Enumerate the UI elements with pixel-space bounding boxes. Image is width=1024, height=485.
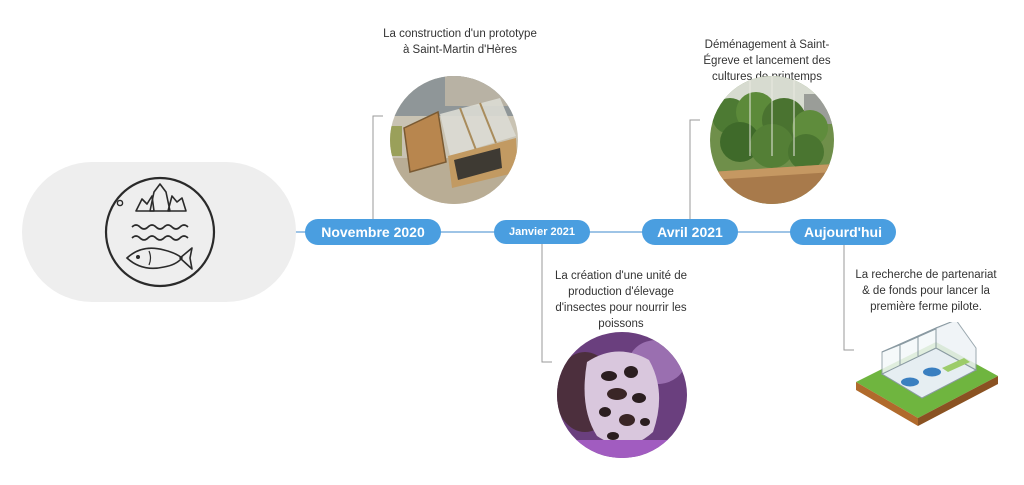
pilot-farm-illustration	[856, 322, 998, 426]
milestone-caption: La recherche de partenariat & de fonds p…	[855, 269, 997, 313]
milestone-date-pill[interactable]: Avril 2021	[642, 219, 738, 245]
greenhouse-prototype-photo	[390, 76, 518, 204]
milestone-caption: La construction d'un prototype à Saint-M…	[383, 28, 537, 56]
connector-line-4	[843, 244, 854, 351]
connector-line-1	[372, 115, 383, 219]
milestone-date-pill[interactable]: Janvier 2021	[494, 220, 590, 244]
connector-line-2	[541, 244, 552, 363]
aquaponics-logo-icon	[104, 176, 216, 288]
milestone-date-pill[interactable]: Aujourd'hui	[790, 219, 896, 245]
insect-larvae-photo	[557, 332, 687, 458]
milestone-caption: La création d'une unité de production d'…	[555, 270, 687, 330]
milestone-date-pill[interactable]: Novembre 2020	[305, 219, 441, 245]
connector-line-3	[689, 119, 700, 220]
spring-crops-photo	[710, 76, 834, 204]
